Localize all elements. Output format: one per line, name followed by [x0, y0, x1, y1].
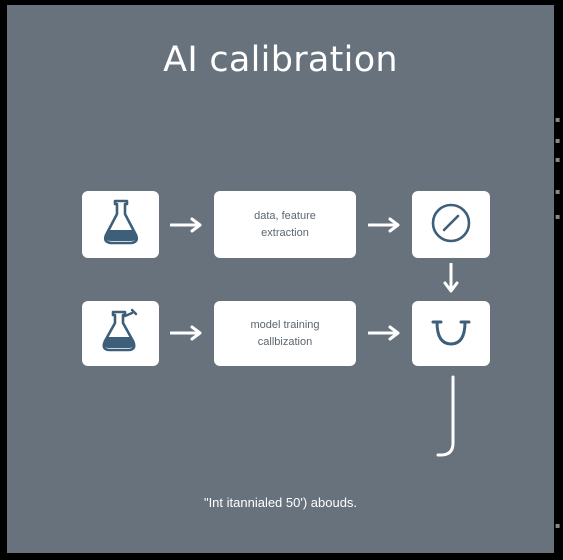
- diagram-caption: "Int itannialed 50') abouds.: [203, 495, 358, 510]
- u-tube-icon: [429, 312, 473, 356]
- arrow-right-4: [367, 325, 402, 345]
- arrow-right-2: [367, 217, 402, 237]
- arrow-right-1: [169, 217, 204, 237]
- step-label: data, feature extraction: [254, 209, 316, 239]
- edge-mark: ▪: [555, 136, 561, 145]
- edge-mark: ▪: [555, 115, 561, 124]
- gauge-node: [412, 191, 490, 258]
- arrow-right-3: [169, 325, 204, 345]
- gauge-icon: [429, 201, 473, 249]
- diagram-title: AI calibration: [163, 40, 398, 80]
- edge-mark: ▪: [555, 521, 561, 530]
- edge-mark: ▪: [555, 212, 561, 221]
- model-training-node: model training callbization: [214, 301, 356, 366]
- flask-stopper-icon: [99, 307, 143, 361]
- u-tube-node: [412, 301, 490, 366]
- flask-stopper-node: [82, 301, 159, 366]
- output-hook-line: [435, 375, 459, 463]
- diagram-canvas: AI calibration data, feature extraction: [7, 5, 554, 553]
- arrow-down: [443, 262, 459, 299]
- step-label: model training callbization: [250, 318, 320, 348]
- data-feature-extraction-node: data, feature extraction: [214, 191, 356, 258]
- flask-node: [82, 191, 159, 258]
- flask-icon: [101, 198, 141, 252]
- edge-mark: ▪: [555, 187, 561, 196]
- edge-mark: ▪: [555, 155, 561, 164]
